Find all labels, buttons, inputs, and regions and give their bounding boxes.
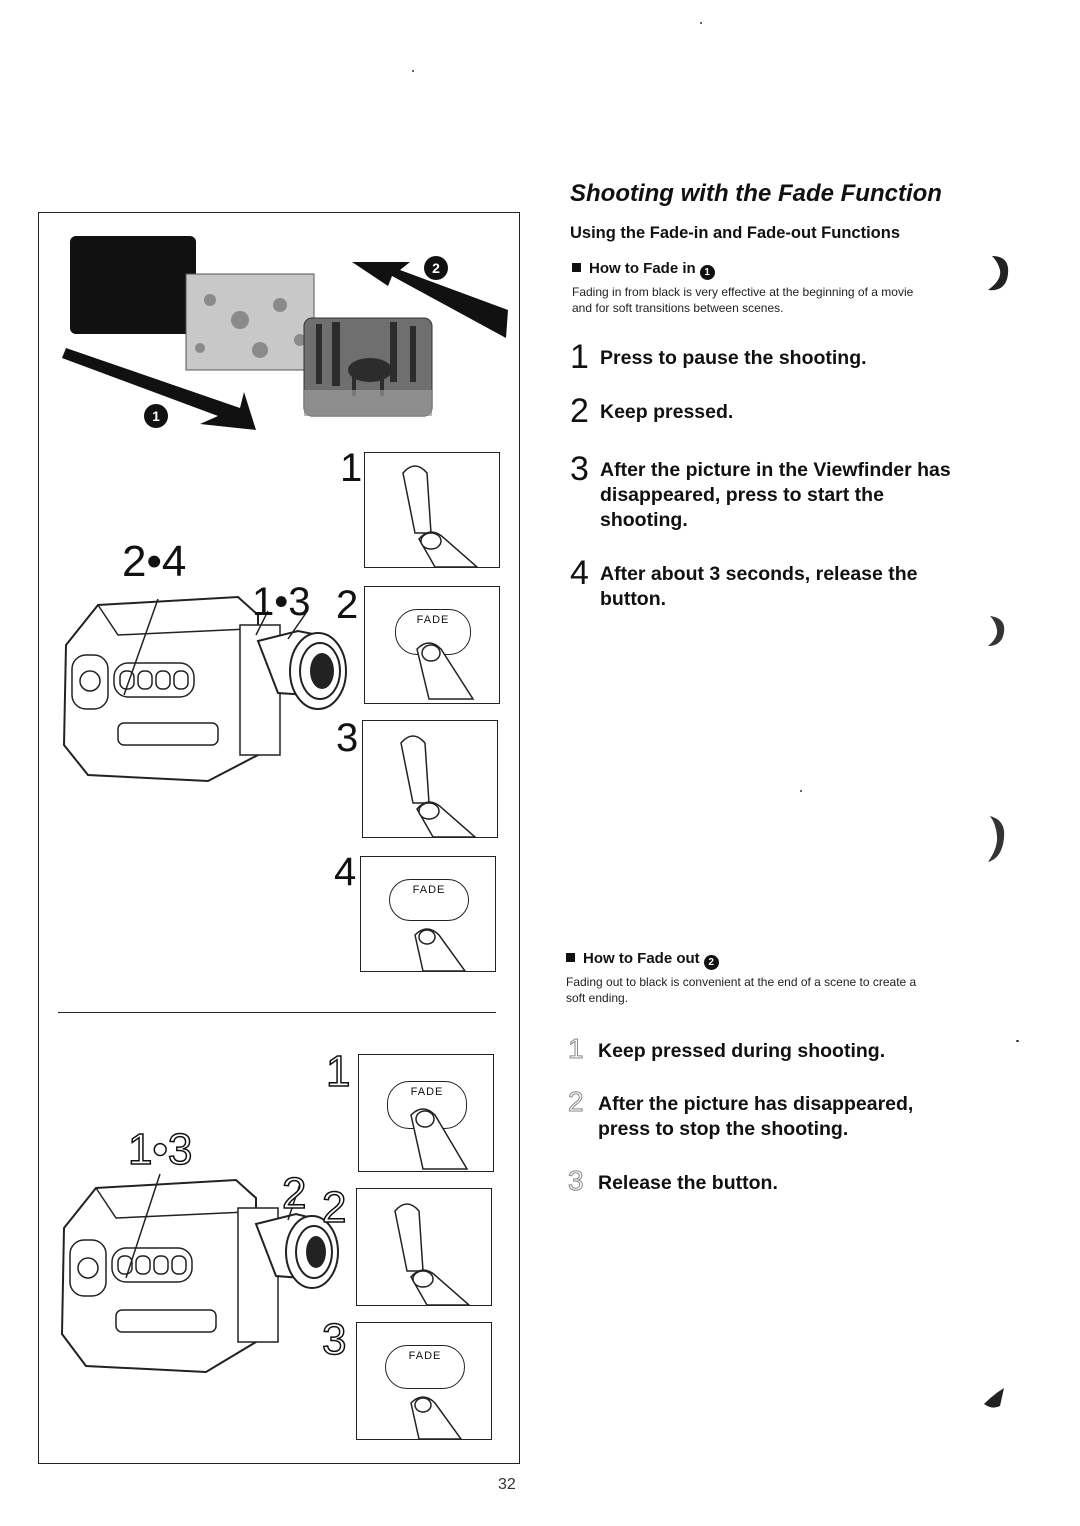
fade-out-step-3: 3 Release the button.: [568, 1166, 778, 1196]
dim-frame-texture: [195, 294, 306, 358]
fade-out-step-box-1: FADE: [358, 1054, 494, 1172]
fade-in-step-2: 2 Keep pressed.: [570, 394, 734, 428]
fade-out-description: Fading out to black is convenient at the…: [566, 974, 916, 1006]
label-steps-1-3: 1•3: [252, 580, 311, 624]
label-steps-1-3-fade-out: 1•3: [127, 1125, 193, 1174]
step-number: 2: [570, 392, 589, 430]
fade-out-step-box-3: FADE: [356, 1322, 492, 1440]
fade-button: FADE: [385, 1345, 465, 1389]
binder-mark-icon: [988, 816, 1005, 862]
fade-in-description-line: Fading in from black is very effective a…: [572, 285, 914, 299]
label-step-2-fade-out: 2: [281, 1169, 307, 1218]
box-num-3: 3: [336, 716, 359, 760]
dog-photo-texture: [316, 322, 416, 396]
step-box-2: FADE: [364, 586, 500, 704]
finger-press-icon: [410, 1396, 462, 1439]
binder-mark-icon: [988, 256, 1009, 291]
camcorder-illustration-top: [62, 595, 347, 783]
binder-mark-icon: [988, 616, 1005, 646]
step-text: Press to pause the shooting.: [600, 347, 867, 369]
step-text: Keep pressed during shooting.: [598, 1040, 886, 1062]
fade-in-description: Fading in from black is very effective a…: [572, 284, 913, 316]
fade-out-description-line: Fading out to black is convenient at the…: [566, 975, 917, 989]
fade-out-heading-text: How to Fade out: [583, 950, 700, 967]
finger-press-icon: [402, 465, 479, 568]
step-number: 3: [568, 1165, 585, 1196]
marker-1-icon: 1: [699, 265, 715, 280]
scan-speck: [1016, 1040, 1019, 1042]
fade-in-step-1: 1 Press to pause the shooting.: [570, 340, 867, 374]
box-num-fade-out-3: 3: [321, 1315, 347, 1364]
fade-in-step-3: 3 After the picture in the Viewfinder ha…: [570, 452, 951, 533]
marker-2-label: 2: [432, 260, 440, 276]
marker-2: [424, 256, 448, 280]
step-text: Keep pressed.: [600, 401, 734, 423]
fade-out-arrow: [352, 262, 508, 338]
finger-press-icon: [410, 1108, 469, 1170]
fade-in-step-4: 4 After about 3 seconds, release the but…: [570, 556, 918, 612]
page-title: Shooting with the Fade Function: [570, 180, 942, 207]
step-text-line: After the picture has disappeared,: [598, 1093, 914, 1115]
step-text: After the picture has disappeared, press…: [598, 1092, 913, 1142]
step-text: Release the button.: [598, 1172, 778, 1194]
marker-1: [144, 404, 168, 428]
page-number: 32: [498, 1476, 516, 1493]
step-text-line: press to stop the shooting.: [598, 1118, 849, 1140]
step-text-line: disappeared, press to start the: [600, 484, 884, 506]
step-text-line: After about 3 seconds, release the: [600, 563, 918, 585]
step-text: After the picture in the Viewfinder has …: [600, 458, 951, 533]
step-number: 2: [568, 1086, 585, 1117]
page-subtitle: Using the Fade-in and Fade-out Functions: [570, 224, 900, 242]
step-number: 4: [570, 554, 589, 592]
step-box-3: [362, 720, 498, 838]
fade-sequence-illustration: 1 2: [62, 236, 508, 430]
step-text-line: button.: [600, 588, 667, 610]
fade-in-heading-text: How to Fade in: [589, 260, 696, 277]
step-text-line: shooting.: [600, 509, 688, 531]
fade-in-arrow: [62, 348, 256, 430]
marker-1-label: 1: [152, 408, 160, 424]
marker-2-icon: 2: [703, 955, 719, 970]
fade-out-step-2: 2 After the picture has disappeared, pre…: [568, 1087, 914, 1142]
finger-press-icon: [414, 928, 466, 971]
scan-speck: [700, 22, 702, 24]
fade-button: FADE: [389, 879, 469, 921]
step-number: 3: [570, 450, 589, 488]
binder-mark-icon: [984, 1388, 1004, 1408]
box-num-fade-out-1: 1: [325, 1047, 351, 1096]
scan-speck: [800, 790, 802, 792]
box-num-fade-out-2: 2: [321, 1183, 347, 1232]
illustration-panel: [38, 212, 520, 1464]
step-box-4: FADE: [360, 856, 496, 972]
panel-divider: [58, 1012, 496, 1013]
bullet-square-icon: [572, 263, 581, 272]
finger-press-icon: [394, 1203, 471, 1306]
fade-out-description-line: soft ending.: [566, 991, 629, 1005]
step-number: 1: [568, 1033, 585, 1064]
step-box-1: [364, 452, 500, 568]
label-step-2: 2: [336, 583, 359, 627]
step-number: 1: [570, 338, 589, 376]
fade-out-step-box-2: [356, 1188, 492, 1306]
fade-out-step-1: 1 Keep pressed during shooting.: [568, 1034, 886, 1064]
finger-press-icon: [400, 735, 477, 838]
camcorder-illustration-bottom: [60, 1173, 339, 1374]
black-frame: [70, 236, 196, 334]
fade-in-description-line: and for soft transitions between scenes.: [572, 301, 784, 315]
box-num-4: 4: [334, 850, 357, 894]
bullet-square-icon: [566, 953, 575, 962]
label-steps-2-4: 2•4: [122, 537, 187, 586]
finger-press-icon: [416, 642, 475, 700]
step-text: After about 3 seconds, release the butto…: [600, 562, 918, 612]
box-num-1: 1: [340, 446, 363, 490]
step-text-line: After the picture in the Viewfinder has: [600, 459, 951, 481]
scan-speck: [412, 70, 414, 72]
dim-frame: [185, 273, 315, 371]
